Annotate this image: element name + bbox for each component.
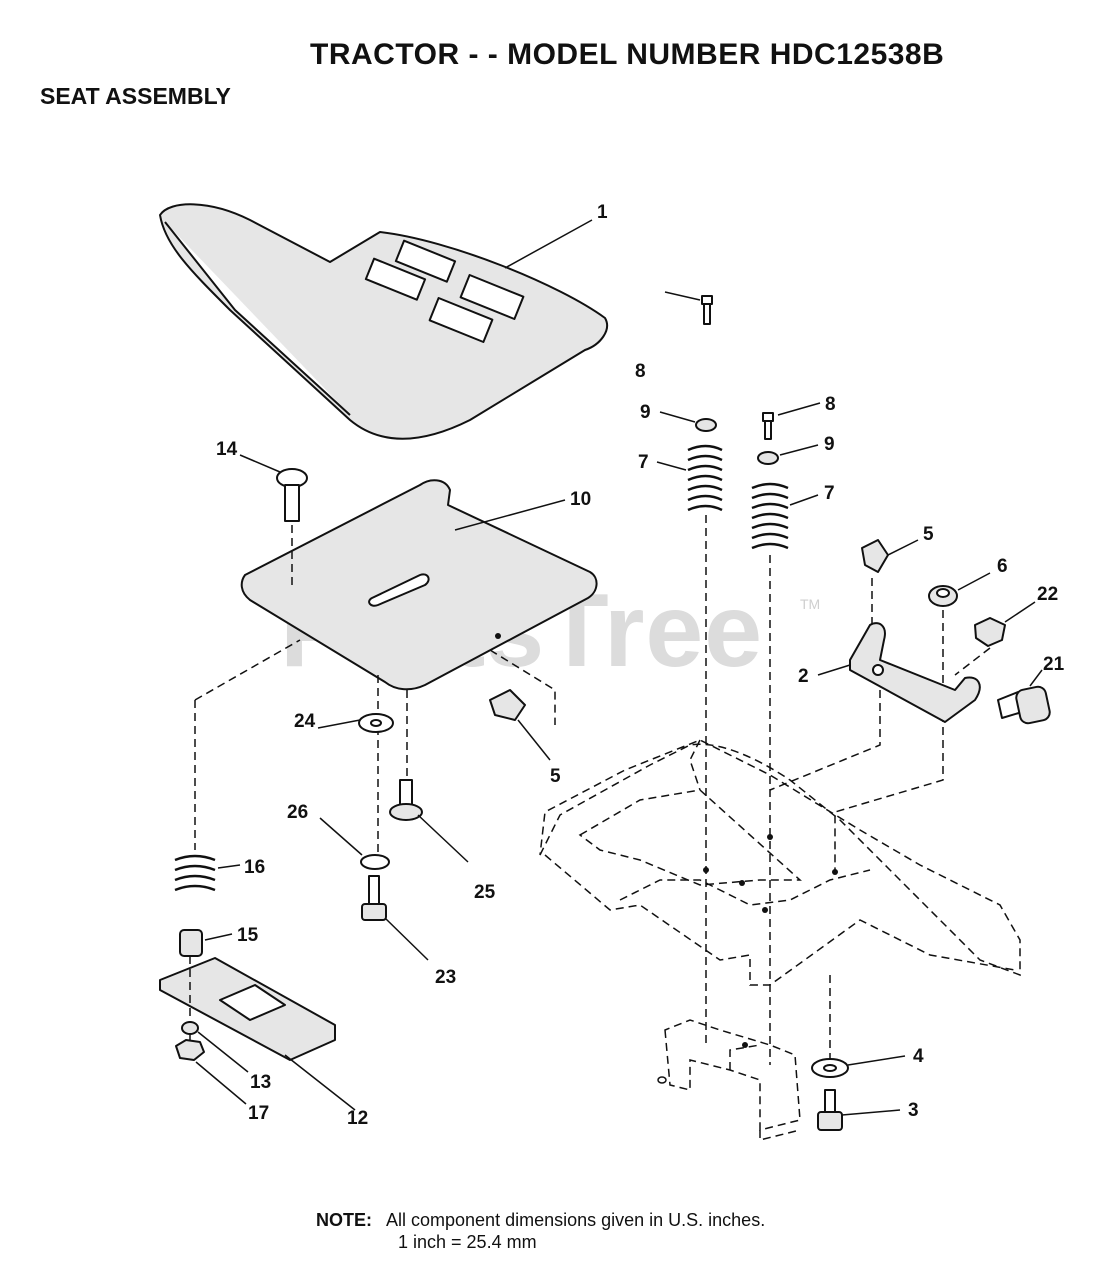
callout-5-lower: 5 (550, 766, 561, 787)
callout-9-right: 9 (824, 434, 835, 455)
callout-15: 15 (237, 925, 259, 946)
note-label: NOTE: (316, 1210, 372, 1230)
callout-17: 17 (248, 1103, 269, 1124)
spring-part-7b[interactable] (751, 482, 819, 1065)
clip-part-upper[interactable] (861, 539, 919, 640)
nut-part-22[interactable] (954, 601, 1036, 676)
callout-4: 4 (913, 1046, 924, 1067)
bracket-part-2[interactable] (769, 622, 981, 791)
callout-24: 24 (294, 711, 316, 732)
callout-5-upper: 5 (923, 524, 934, 545)
callout-8-left: 8 (635, 361, 646, 382)
bolt-part-25[interactable] (389, 779, 469, 863)
callout-1: 1 (597, 202, 608, 223)
knob-part-21[interactable] (997, 669, 1051, 725)
page-title: TRACTOR - - MODEL NUMBER HDC12538B (310, 38, 945, 71)
seat-pan-part[interactable] (240, 479, 598, 691)
callout-7-right: 7 (824, 483, 835, 504)
bolt-part-23[interactable] (361, 875, 429, 961)
washer-part-26[interactable] (319, 817, 390, 870)
dimensions-note: NOTE: All component dimensions given in U… (316, 1209, 765, 1253)
fender-outline (539, 739, 1021, 986)
spring-part-7a[interactable] (656, 444, 723, 1045)
page-subtitle: SEAT ASSEMBLY (40, 83, 231, 109)
spring-part-16[interactable] (174, 854, 241, 892)
frame-mount-outline (657, 1019, 801, 1141)
bolt-part-3[interactable] (817, 975, 901, 1131)
slide-bracket-part[interactable] (159, 956, 356, 1111)
note-line-1: All component dimensions given in U.S. i… (386, 1210, 766, 1230)
washer-part-24[interactable] (317, 713, 394, 733)
seat-part[interactable] (159, 203, 608, 440)
callout-7-left: 7 (638, 452, 649, 473)
spacer-part-15[interactable] (179, 929, 233, 957)
callout-23: 23 (435, 967, 456, 988)
nut-part-6[interactable] (834, 572, 991, 870)
callout-2: 2 (798, 666, 809, 687)
screw-part-8a[interactable] (664, 291, 713, 325)
callout-9-left: 9 (640, 402, 651, 423)
callout-21: 21 (1043, 654, 1065, 675)
callout-12: 12 (347, 1108, 368, 1129)
callout-22: 22 (1037, 584, 1058, 605)
washer-part-4[interactable] (811, 1055, 906, 1078)
callout-6: 6 (997, 556, 1008, 577)
carriage-bolt-part[interactable] (239, 454, 308, 585)
clip-part-lower[interactable] (489, 649, 556, 761)
washer-part-9b[interactable] (757, 444, 819, 465)
nut-part-17[interactable] (175, 1039, 247, 1105)
note-line-2: 1 inch = 25.4 mm (398, 1232, 537, 1252)
callout-26: 26 (287, 802, 308, 823)
callout-8-right: 8 (825, 394, 836, 415)
callout-13: 13 (250, 1072, 271, 1093)
watermark-trademark: TM (800, 596, 821, 612)
screw-part-8b[interactable] (762, 402, 821, 440)
washer-part-9a[interactable] (659, 411, 717, 432)
callout-3: 3 (908, 1100, 919, 1121)
callout-10: 10 (570, 489, 591, 510)
callout-16: 16 (244, 857, 265, 878)
nut-part-13[interactable] (181, 1021, 249, 1073)
callout-25: 25 (474, 882, 496, 903)
callout-14: 14 (216, 439, 238, 460)
